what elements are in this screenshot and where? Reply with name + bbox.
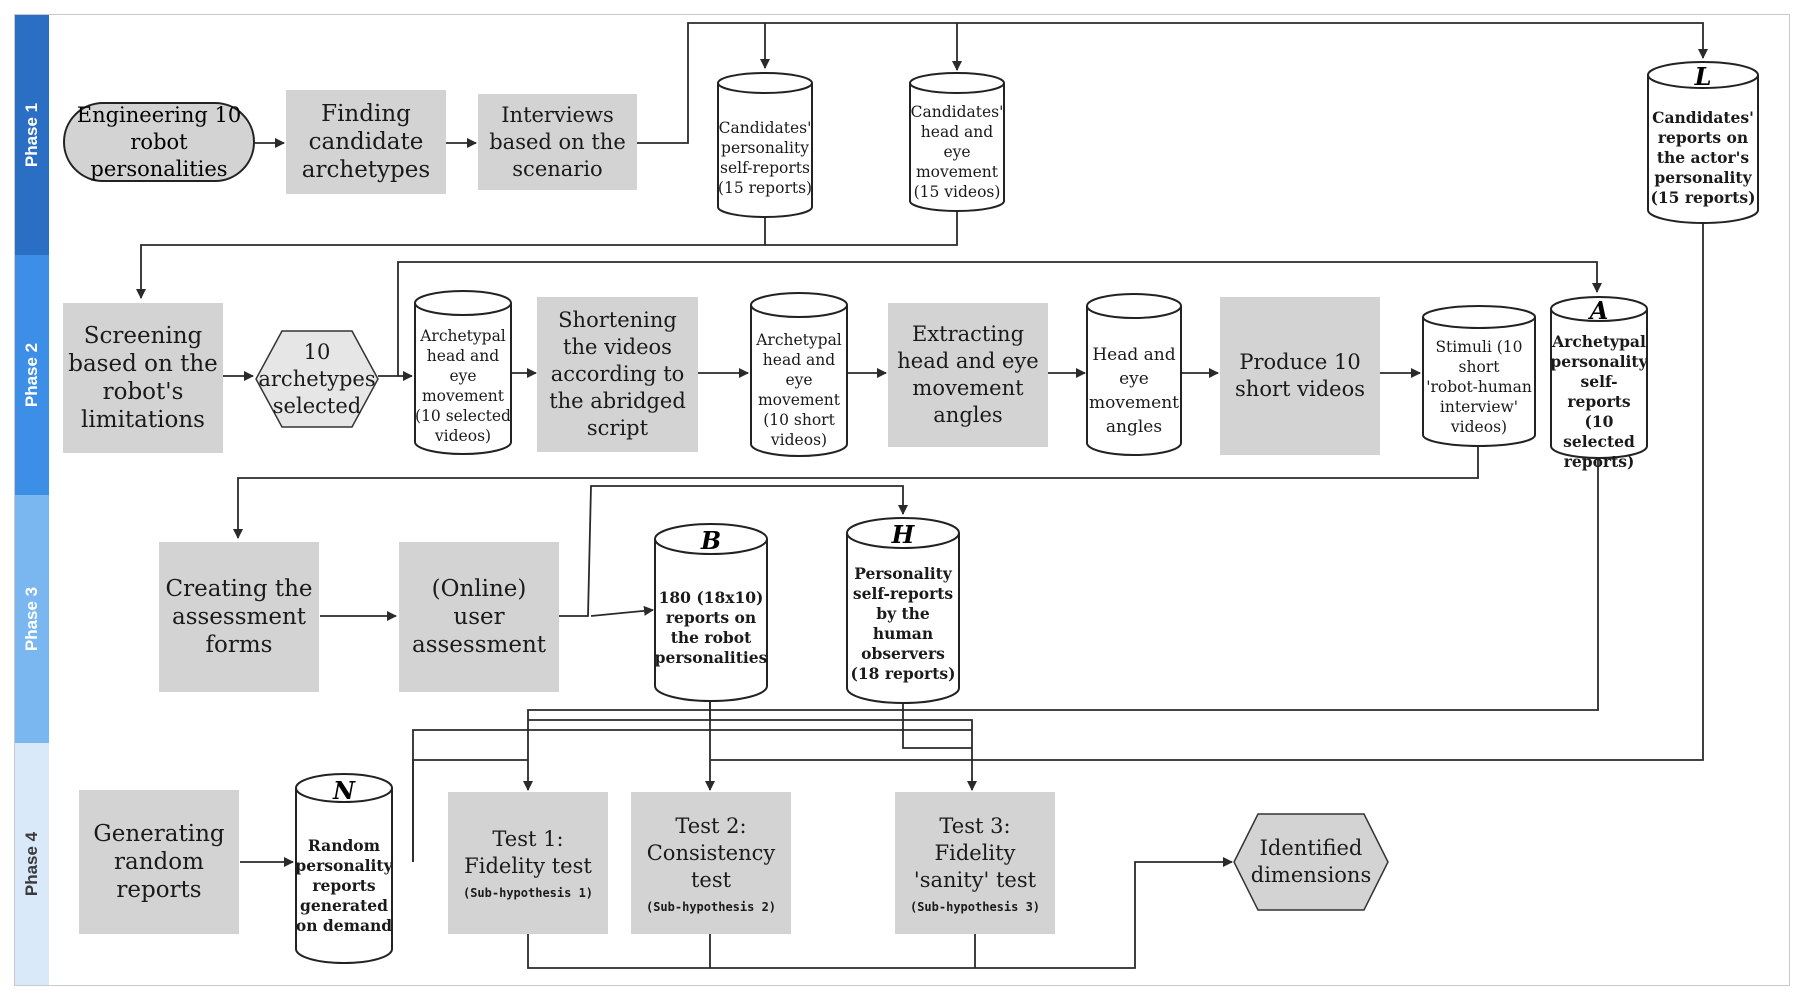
candidates-head-eye-database: Candidates' head and eye movement (15 vi… [909,72,1005,212]
archetypes-selected-label: 10 archetypes selected [258,339,376,418]
archetypal-head-eye-label: Archetypal head and eye movement (10 sel… [415,327,511,445]
extracting-angles-process: Extracting head and eye movement angles [888,303,1048,447]
archetypal-short-videos-database: Archetypal head and eye movement (10 sho… [750,292,848,458]
shortening-videos-process: Shortening the videos according to the a… [537,297,698,452]
test-2-process: Test 2: Consistency test (Sub-hypothesis… [631,792,791,934]
shortening-videos-label: Shortening the videos according to the a… [549,308,686,440]
produce-videos-label: Produce 10 short videos [1235,350,1365,401]
phase-4-band: Phase 4 [15,743,49,985]
screening-process: Screening based on the robot's limitatio… [63,303,223,453]
extracting-angles-label: Extracting head and eye movement angles [897,322,1039,427]
generating-reports-process: Generating random reports [79,790,239,934]
screening-label: Screening based on the robot's limitatio… [68,323,218,433]
head-eye-angles-label: Head and eye movement angles [1089,345,1179,437]
test-3-label: Test 3: Fidelity 'sanity' test [913,813,1037,892]
database-N-letter: N [333,776,355,805]
test-2-label: Test 2: Consistency test [646,813,776,892]
finding-archetypes-label: Finding candidate archetypes [301,101,431,183]
test-2-subhypothesis: (Sub-hypothesis 2) [645,899,777,914]
identified-dimensions-hexagon: Identified dimensions [1233,813,1389,911]
test-1-process: Test 1: Fidelity test (Sub-hypothesis 1) [448,792,608,934]
archetypal-head-eye-database: Archetypal head and eye movement (10 sel… [414,290,512,456]
online-assessment-process: (Online) user assessment [399,542,559,692]
database-H-label: Personality self-reports by the human ob… [850,564,956,683]
test-1-label: Test 1: Fidelity test [464,827,592,878]
database-L: L Candidates' reports on the actor's per… [1647,60,1759,224]
finding-archetypes-process: Finding candidate archetypes [286,90,446,194]
head-eye-angles-database: Head and eye movement angles [1086,293,1182,457]
database-H-letter: H [891,520,915,549]
creating-forms-process: Creating the assessment forms [159,542,319,692]
phase-3-band: Phase 3 [15,495,49,743]
test-1-subhypothesis: (Sub-hypothesis 1) [462,886,594,900]
online-assessment-label: (Online) user assessment [411,576,546,658]
interviews-process: Interviews based on the scenario [478,94,637,190]
test-3-subhypothesis: (Sub-hypothesis 3) [909,899,1041,914]
database-B-letter: B [700,526,722,555]
engineering-personalities-label: Engineering 10 robot personalities [76,102,242,181]
database-L-label: Candidates' reports on the actor's perso… [1650,108,1756,207]
candidates-head-eye-label: Candidates' head and eye movement (15 vi… [910,103,1004,201]
database-A-label: Archetypal personality self-reports (10 … [1550,332,1648,471]
interviews-label: Interviews based on the scenario [489,102,626,181]
database-N: N Random personality reports generated o… [295,772,393,964]
produce-videos-process: Produce 10 short videos [1220,297,1380,455]
generating-reports-label: Generating random reports [93,821,225,903]
stimuli-database: Stimuli (10 short 'robot-human interview… [1422,305,1536,447]
database-A-letter: A [1589,296,1609,325]
candidates-self-reports-label: Candidates' personality self-reports (15… [717,119,813,197]
database-H: H Personality self-reports by the human … [846,516,960,704]
archetypal-short-videos-label: Archetypal head and eye movement (10 sho… [756,331,842,449]
database-A: A Archetypal personality self-reports (1… [1550,296,1648,471]
phase-2-band: Phase 2 [15,255,49,495]
stimuli-label: Stimuli (10 short 'robot-human interview… [1426,338,1532,436]
database-L-letter: L [1694,62,1712,91]
database-B-label: 180 (18x10) reports on the robot persona… [654,588,768,667]
phase-1-band: Phase 1 [15,15,49,255]
archetypes-selected-hexagon: 10 archetypes selected [255,330,379,428]
test-3-process: Test 3: Fidelity 'sanity' test (Sub-hypo… [895,792,1055,934]
creating-forms-label: Creating the assessment forms [165,576,313,658]
candidates-self-reports-database: Candidates' personality self-reports (15… [717,72,813,218]
database-N-label: Random personality reports generated on … [295,836,393,935]
identified-dimensions-label: Identified dimensions [1250,836,1372,887]
engineering-personalities-terminal: Engineering 10 robot personalities [63,102,255,182]
database-B: B 180 (18x10) reports on the robot perso… [654,522,768,702]
